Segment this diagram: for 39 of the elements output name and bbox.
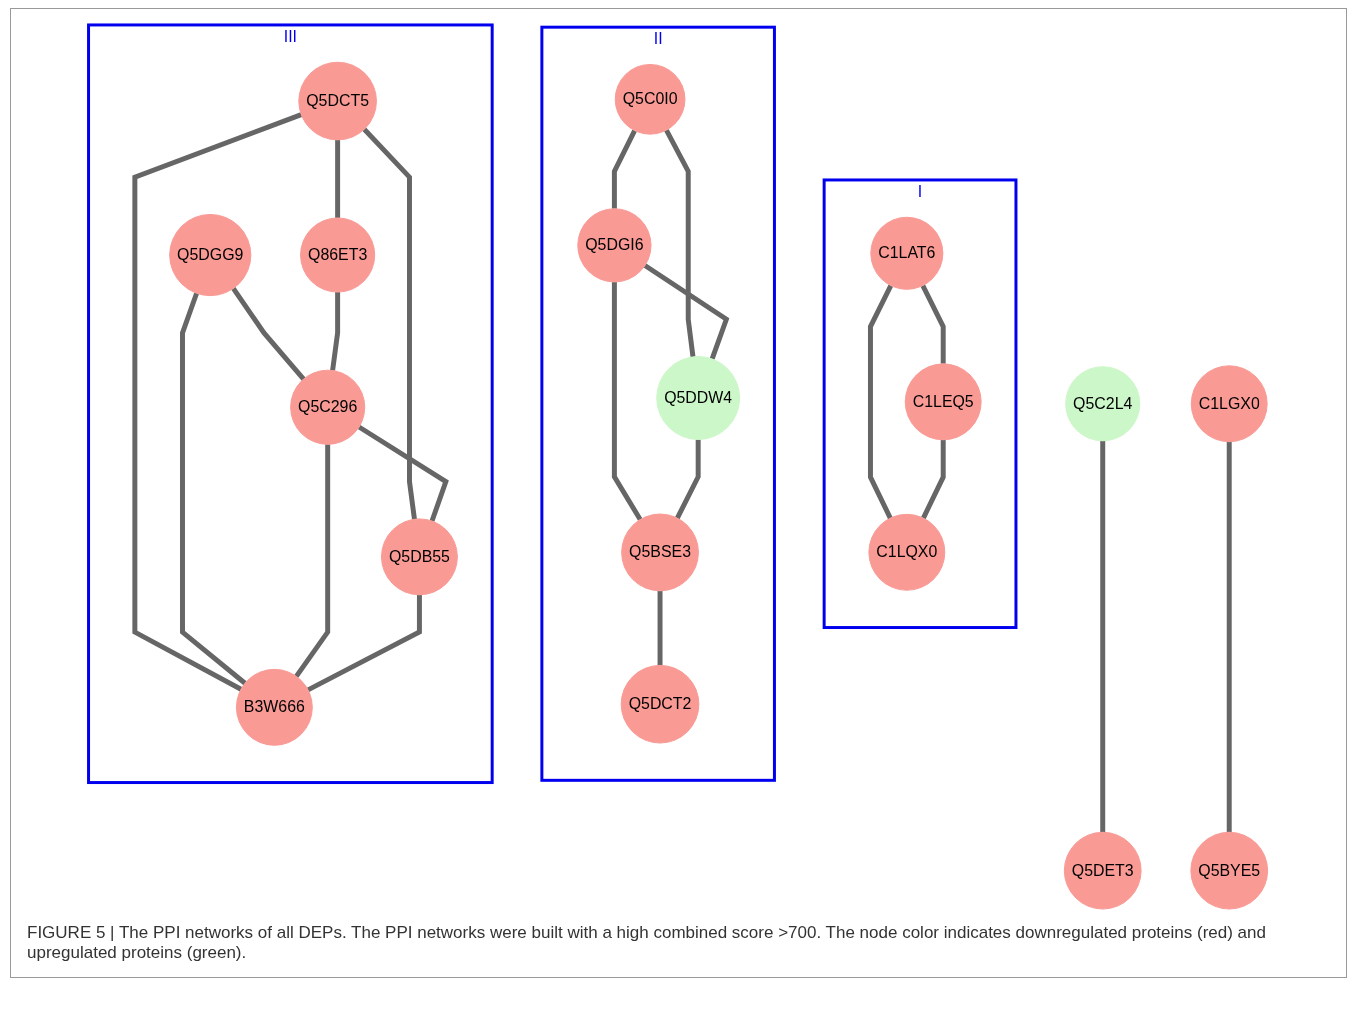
connector	[921, 439, 947, 520]
node-circle: Q5BYE5	[1190, 831, 1269, 910]
node-circle: Q5C2L4	[1065, 366, 1141, 442]
node-circle: Q5DGI6	[577, 208, 652, 283]
figure-caption: FIGURE 5 | The PPI networks of all DEPs. The PPI networks were built with a high combined score >700. The node color indicates downregulated proteins (red) and upregulated proteins (green).	[26, 922, 1267, 964]
connector	[664, 128, 696, 358]
node-circle: C1LEQ5	[905, 363, 983, 441]
node-circle: Q5C0I0	[615, 63, 686, 135]
connector	[675, 439, 702, 520]
connector	[362, 127, 418, 520]
connector	[307, 594, 423, 693]
node-circle: Q5DDW4	[656, 356, 741, 440]
connector	[132, 112, 303, 692]
node-circle: Q5DCT5	[298, 61, 378, 141]
connector	[1100, 440, 1106, 833]
connector	[921, 284, 947, 364]
node-circle: Q5DB55	[381, 518, 459, 596]
node-circle: Q5DCT2	[621, 664, 700, 744]
connector	[612, 281, 643, 521]
connector	[868, 284, 894, 520]
node-circle: C1LAT6	[870, 216, 944, 290]
node-circle: Q5BSE3	[621, 513, 700, 592]
node-circle: Q5DGG9	[169, 213, 252, 297]
connector	[644, 263, 730, 360]
connector	[294, 444, 331, 678]
connector	[330, 292, 341, 371]
node-circle: C1LGX0	[1191, 365, 1269, 443]
node-circle: Q5DET3	[1064, 831, 1143, 910]
connector	[612, 129, 638, 209]
connector	[335, 139, 341, 218]
connector	[657, 590, 663, 666]
node-circle: B3W666	[236, 668, 314, 746]
connector	[358, 424, 450, 522]
node-circle: Q5C296	[290, 369, 366, 445]
connector	[1227, 441, 1233, 833]
connector	[231, 287, 306, 381]
node-circle: C1LQX0	[868, 513, 946, 591]
node-circle: Q86ET3	[300, 217, 376, 293]
connector	[180, 292, 247, 686]
